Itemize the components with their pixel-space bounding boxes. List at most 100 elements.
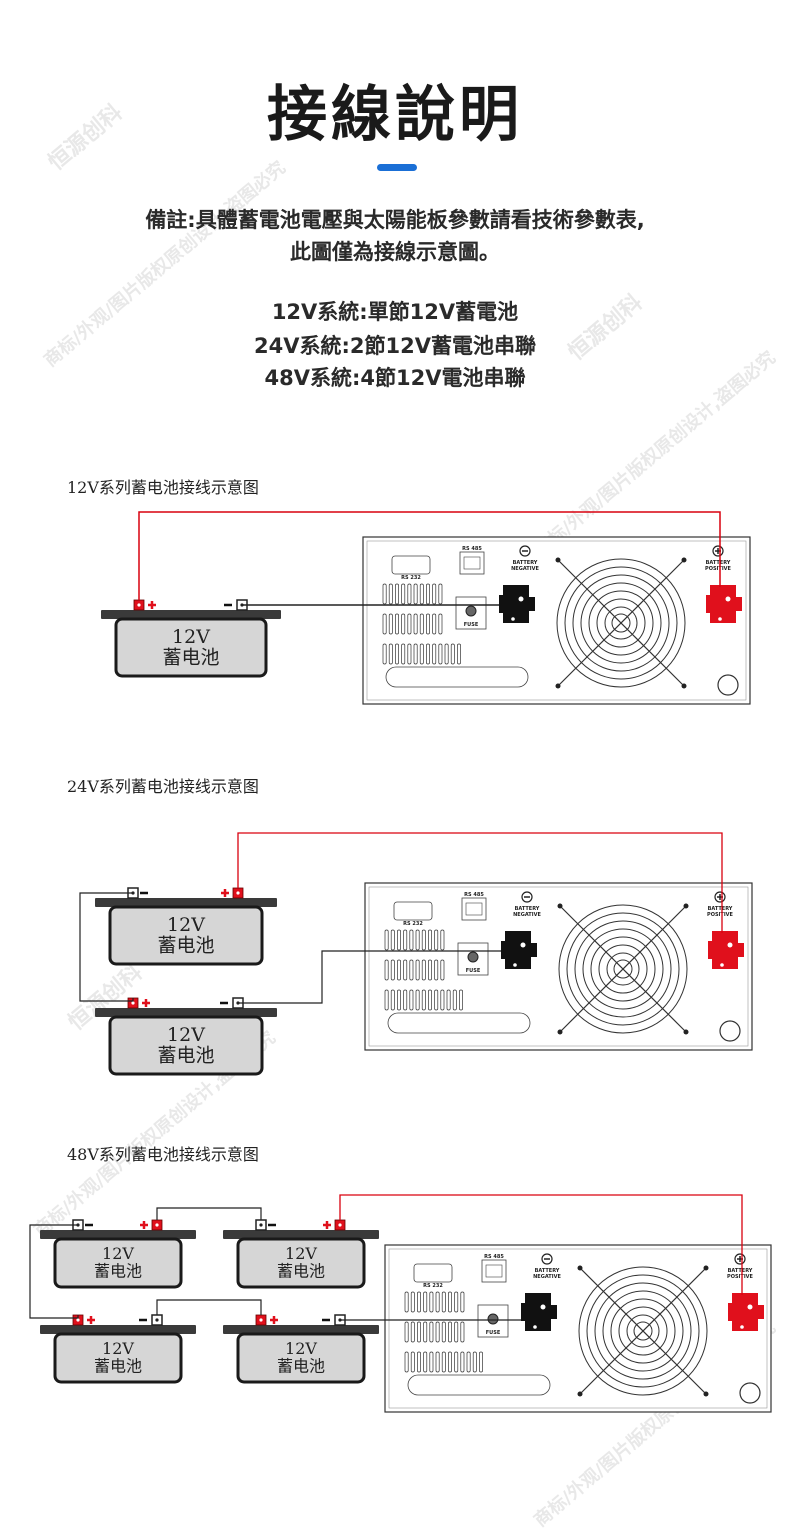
- vent-slot: [440, 929, 445, 951]
- terminal-bolt: [259, 1318, 263, 1322]
- rs485-socket: [463, 556, 481, 570]
- vent-slot: [454, 1351, 459, 1373]
- vent-slot: [413, 613, 418, 635]
- vent-slot: [419, 613, 424, 635]
- section-title-48v: 48V系列蓄电池接线示意图: [67, 1145, 259, 1164]
- vent-slot: [432, 643, 437, 665]
- rs232-port: [393, 901, 433, 921]
- vent-slot: [421, 989, 426, 1011]
- fan-grill-ring: [564, 566, 678, 680]
- inverter-inner: [368, 886, 749, 1047]
- fan-screw: [683, 1029, 689, 1035]
- battery-positive-label: BATTERY: [728, 1268, 753, 1274]
- fan-screw: [577, 1391, 583, 1397]
- battery-name-label: 蓄电池: [162, 646, 219, 668]
- vent-slot: [448, 1321, 452, 1343]
- vent-slot: [403, 959, 408, 981]
- rs485-label: RS 485: [484, 1254, 504, 1260]
- vent-slot: [428, 959, 432, 981]
- system-12v: 12V系統:單節12V蓄電池: [271, 300, 519, 324]
- terminal-bolt: [520, 942, 526, 948]
- negative-terminal-block: [521, 1293, 557, 1331]
- vent-slot: [440, 989, 445, 1011]
- positive-terminal-block: [708, 931, 744, 969]
- fan-grill-ring: [610, 1298, 676, 1364]
- vent-slot: [409, 959, 414, 981]
- terminal-bolt: [338, 1223, 342, 1227]
- vent-slot: [435, 1321, 440, 1343]
- vent-slot: [401, 583, 406, 605]
- terminal-bolt: [540, 1304, 546, 1310]
- battery-voltage-label: 12V: [172, 626, 210, 648]
- vent-slot: [450, 643, 455, 665]
- battery-name-label: 蓄电池: [277, 1261, 325, 1280]
- vent-slot: [404, 1291, 409, 1313]
- vent-slot: [417, 1291, 421, 1313]
- battery-lid: [95, 898, 277, 907]
- battery-voltage-label: 12V: [285, 1244, 317, 1263]
- vent-slot: [397, 989, 401, 1011]
- positive-wire: [138, 511, 721, 600]
- fuse-cap: [467, 951, 479, 963]
- positive-wire: [339, 1194, 743, 1295]
- battery-body: [53, 1237, 183, 1289]
- vent-slot: [397, 959, 401, 981]
- vent-slot: [428, 929, 432, 951]
- vent-slot: [382, 643, 387, 665]
- vent-slot: [428, 989, 432, 1011]
- fan-grill-spoke: [579, 1267, 707, 1395]
- vent-slot: [419, 583, 424, 605]
- terminal-bolt: [740, 1325, 744, 1329]
- battery-negative-label: BATTERY: [535, 1268, 560, 1274]
- fuse-label: FUSE: [466, 968, 481, 974]
- fan-screw: [555, 683, 561, 689]
- vent-slot: [426, 643, 430, 665]
- fan-grill-ring: [626, 1314, 660, 1348]
- vent-slot: [403, 989, 408, 1011]
- fan-grill-ring: [578, 1266, 708, 1396]
- series-link-wire: [156, 1207, 262, 1220]
- terminal-bolt: [718, 617, 722, 621]
- battery-positive-label: BATTERY: [708, 906, 733, 912]
- vent-slot: [390, 929, 395, 951]
- vent-slot: [410, 1321, 415, 1343]
- vent-slot: [390, 989, 395, 1011]
- battery-name-label: 蓄电池: [157, 934, 214, 956]
- vent-slot: [419, 643, 424, 665]
- vent-slot: [429, 1351, 434, 1373]
- fan-grill-ring: [572, 574, 670, 672]
- vent-slot: [382, 613, 387, 635]
- vent-slot: [417, 1351, 421, 1373]
- terminal-bolt: [533, 1325, 537, 1329]
- battery-voltage-label: 12V: [102, 1244, 134, 1263]
- battery-positive-label: POSITIVE: [705, 566, 732, 572]
- battery-positive-label: POSITIVE: [727, 1274, 754, 1280]
- vent-slot: [384, 989, 389, 1011]
- battery-name-label: 蓄电池: [157, 1044, 214, 1066]
- battery-name-label: 蓄电池: [277, 1356, 325, 1375]
- vent-slot: [435, 1291, 440, 1313]
- label-slot: [385, 666, 529, 688]
- battery-negative-label: BATTERY: [515, 906, 540, 912]
- fan-grill-ring: [574, 920, 672, 1018]
- vent-slot: [460, 1321, 465, 1343]
- vent-slot: [397, 929, 401, 951]
- rs232-label: RS 232: [423, 1283, 443, 1289]
- fan-screw: [703, 1391, 709, 1397]
- vent-slot: [459, 989, 463, 1011]
- vent-slot: [434, 989, 439, 1011]
- vent-slot: [454, 1291, 459, 1313]
- vent-slot: [434, 959, 439, 981]
- vent-slot: [441, 1321, 446, 1343]
- vent-slot: [446, 989, 451, 1011]
- vent-slot: [407, 613, 412, 635]
- label-slot: [387, 1012, 531, 1034]
- vent-slot: [384, 929, 389, 951]
